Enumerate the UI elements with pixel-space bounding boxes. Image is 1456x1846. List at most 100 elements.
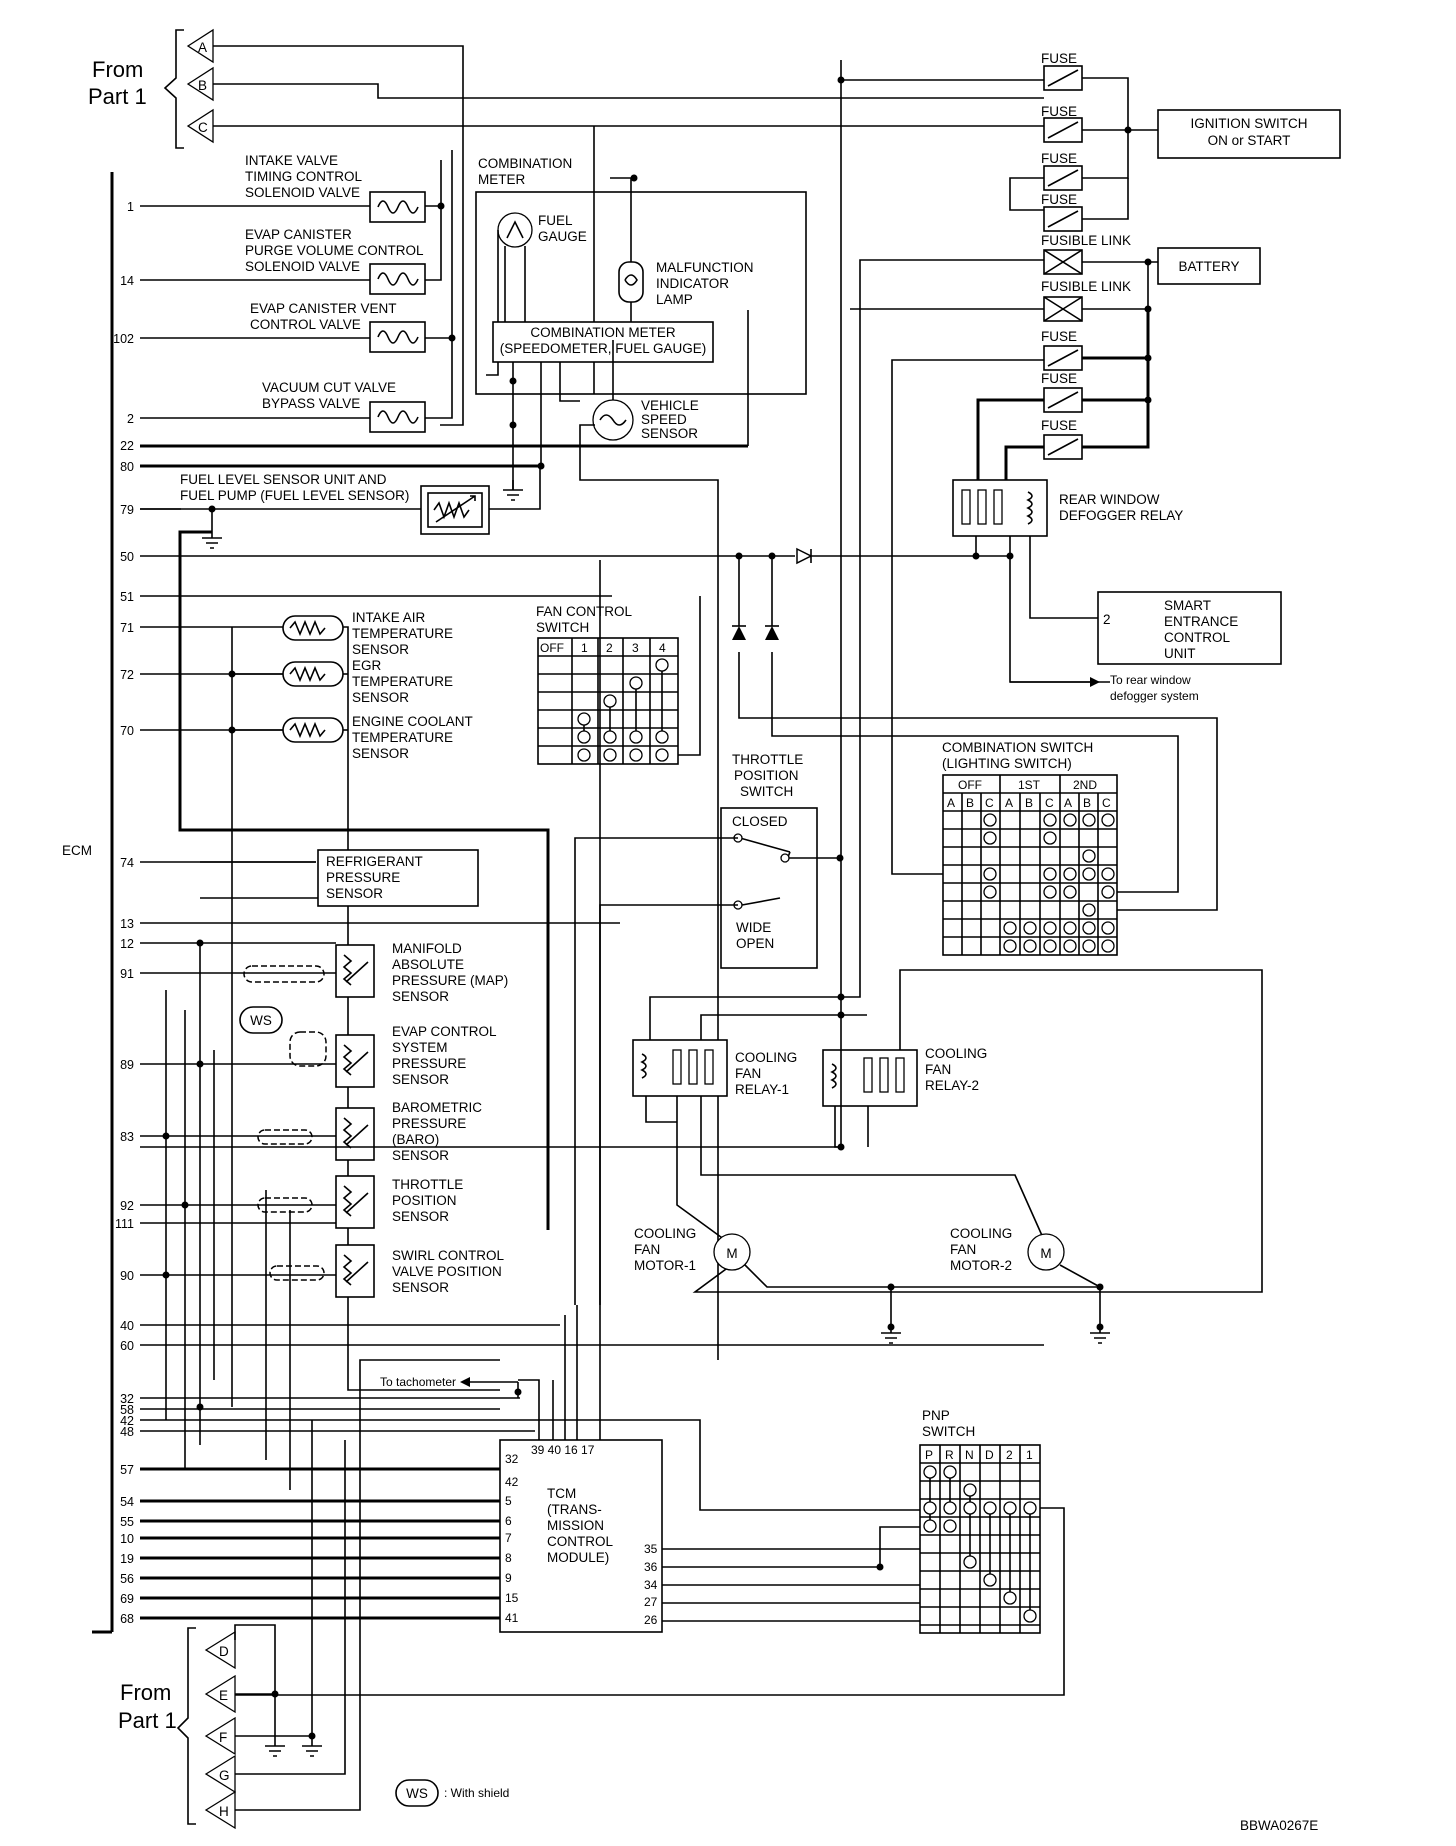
svg-text:FAN: FAN [950, 1242, 976, 1257]
svg-text:111: 111 [115, 1217, 134, 1231]
svg-text:COMBINATION SWITCH: COMBINATION SWITCH [942, 740, 1093, 755]
svg-text:PURGE VOLUME CONTROL: PURGE VOLUME CONTROL [245, 243, 424, 258]
svg-text:SENSOR: SENSOR [352, 642, 409, 657]
svg-text:(SPEEDOMETER, FUEL GAUGE): (SPEEDOMETER, FUEL GAUGE) [500, 341, 707, 356]
swirl-control-valve-position-sensor: SWIRL CONTROL VALVE POSITION SENSOR [269, 1244, 504, 1298]
svg-text:EVAP CANISTER VENT: EVAP CANISTER VENT [250, 301, 397, 316]
svg-text:INDICATOR: INDICATOR [656, 276, 729, 291]
svg-text:89: 89 [120, 1058, 134, 1072]
svg-text:VEHICLE: VEHICLE [641, 398, 699, 413]
svg-text:C: C [198, 120, 208, 135]
svg-text:32: 32 [120, 1392, 134, 1406]
svg-text:57: 57 [120, 1463, 134, 1477]
from-part-top-brace [163, 29, 184, 149]
svg-text:H: H [219, 1804, 229, 1819]
svg-text:SENSOR: SENSOR [392, 1280, 449, 1295]
svg-text:MANIFOLD: MANIFOLD [392, 941, 462, 956]
connector-h: H [204, 1790, 236, 1830]
connector-a: A [186, 28, 214, 64]
svg-text:(BARO): (BARO) [392, 1132, 439, 1147]
svg-text:80: 80 [120, 460, 134, 474]
map-sensor: MANIFOLD ABSOLUTE PRESSURE (MAP) SENSOR [243, 941, 508, 1004]
diode-left [732, 625, 746, 640]
refrigerant-pressure-sensor: REFRIGERANT PRESSURE SENSOR [317, 849, 479, 907]
connector-b: B [186, 66, 214, 102]
svg-text:50: 50 [120, 550, 134, 564]
svg-text:32: 32 [505, 1452, 519, 1466]
svg-text:D: D [219, 1644, 229, 1659]
svg-text:SWITCH: SWITCH [740, 784, 793, 799]
svg-text:71: 71 [120, 621, 134, 635]
svg-text:A: A [1005, 796, 1013, 810]
from-part-top-line2: Part 1 [88, 84, 147, 109]
svg-text:B: B [1083, 796, 1091, 810]
svg-text:WS: WS [406, 1786, 428, 1801]
fuse-7: FUSE [1041, 418, 1083, 460]
vacuum-cut-valve: VACUUM CUT VALVE BYPASS VALVE [262, 380, 426, 433]
svg-text:SYSTEM: SYSTEM [392, 1040, 448, 1055]
svg-text:OFF: OFF [958, 778, 982, 792]
svg-text:41: 41 [505, 1611, 519, 1625]
svg-text:69: 69 [120, 1592, 134, 1606]
svg-text:RELAY-1: RELAY-1 [735, 1082, 789, 1097]
svg-text:CONTROL: CONTROL [1164, 630, 1230, 645]
svg-text:PRESSURE: PRESSURE [326, 870, 400, 885]
svg-text:MALFUNCTION: MALFUNCTION [656, 260, 754, 275]
svg-text:COOLING: COOLING [735, 1050, 797, 1065]
svg-text:FAN CONTROL: FAN CONTROL [536, 604, 633, 619]
svg-text:ENTRANCE: ENTRANCE [1164, 614, 1238, 629]
svg-text:10: 10 [120, 1532, 134, 1546]
svg-text:7: 7 [505, 1531, 512, 1545]
svg-text:48: 48 [120, 1425, 134, 1439]
svg-text:EVAP CANISTER: EVAP CANISTER [245, 227, 352, 242]
svg-text:FUSE: FUSE [1041, 192, 1077, 207]
svg-text:FUEL: FUEL [538, 213, 573, 228]
svg-text:VACUUM CUT VALVE: VACUUM CUT VALVE [262, 380, 396, 395]
svg-text:REFRIGERANT: REFRIGERANT [326, 854, 423, 869]
pnp-switch: PNP SWITCH P R N D 2 1 [919, 1408, 1041, 1634]
svg-text:TEMPERATURE: TEMPERATURE [352, 674, 453, 689]
svg-text:FAN: FAN [735, 1066, 761, 1081]
vehicle-speed-sensor: VEHICLE SPEED SENSOR [579, 340, 719, 1360]
svg-text:A: A [1064, 796, 1072, 810]
svg-text:N: N [965, 1448, 974, 1462]
svg-text:6: 6 [505, 1514, 512, 1528]
svg-text:(TRANS-: (TRANS- [547, 1502, 602, 1517]
svg-text:CONTROL VALVE: CONTROL VALVE [250, 317, 361, 332]
svg-text:FUEL PUMP (FUEL LEVEL SENSOR): FUEL PUMP (FUEL LEVEL SENSOR) [180, 488, 409, 503]
cooling-fan-relay-2: COOLING FAN RELAY-2 [822, 1046, 987, 1107]
svg-text:PRESSURE (MAP): PRESSURE (MAP) [392, 973, 508, 988]
svg-text:SOLENOID VALVE: SOLENOID VALVE [245, 259, 360, 274]
svg-text:40: 40 [120, 1319, 134, 1333]
svg-text:74: 74 [120, 856, 134, 870]
svg-text:EGR: EGR [352, 658, 382, 673]
svg-text:R: R [945, 1448, 954, 1462]
combination-lighting-switch: COMBINATION SWITCH (LIGHTING SWITCH) OFF… [942, 740, 1118, 956]
svg-text:MISSION: MISSION [547, 1518, 604, 1533]
svg-text:2: 2 [1103, 612, 1111, 627]
svg-text:OFF: OFF [540, 641, 564, 655]
svg-text:THROTTLE: THROTTLE [392, 1177, 463, 1192]
svg-text:27: 27 [644, 1595, 658, 1609]
ignition-switch: IGNITION SWITCH ON or START [1157, 109, 1341, 159]
svg-text:12: 12 [120, 937, 134, 951]
egr-temperature-sensor: EGR TEMPERATURE SENSOR [282, 658, 453, 705]
fan-control-switch: FAN CONTROL SWITCH OFF 1 2 3 4 [536, 604, 679, 765]
svg-text:EVAP CONTROL: EVAP CONTROL [392, 1024, 497, 1039]
svg-text:INTAKE AIR: INTAKE AIR [352, 610, 426, 625]
svg-text:8: 8 [505, 1551, 512, 1565]
fuel-level-sensor: FUEL LEVEL SENSOR UNIT AND FUEL PUMP (FU… [180, 472, 490, 535]
svg-text:90: 90 [120, 1269, 134, 1283]
svg-text:14: 14 [120, 274, 134, 288]
from-part-bottom-line1: From [120, 1680, 171, 1705]
svg-text:42: 42 [505, 1475, 519, 1489]
svg-text:C: C [1045, 796, 1054, 810]
ws-legend: WS : With shield [395, 1779, 509, 1807]
svg-text:SENSOR: SENSOR [352, 690, 409, 705]
svg-text:CLOSED: CLOSED [732, 814, 788, 829]
svg-text:SENSOR: SENSOR [392, 989, 449, 1004]
engine-coolant-temperature-sensor: ENGINE COOLANT TEMPERATURE SENSOR [282, 714, 473, 761]
svg-text:FAN: FAN [925, 1062, 951, 1077]
svg-text:SPEED: SPEED [641, 412, 687, 427]
